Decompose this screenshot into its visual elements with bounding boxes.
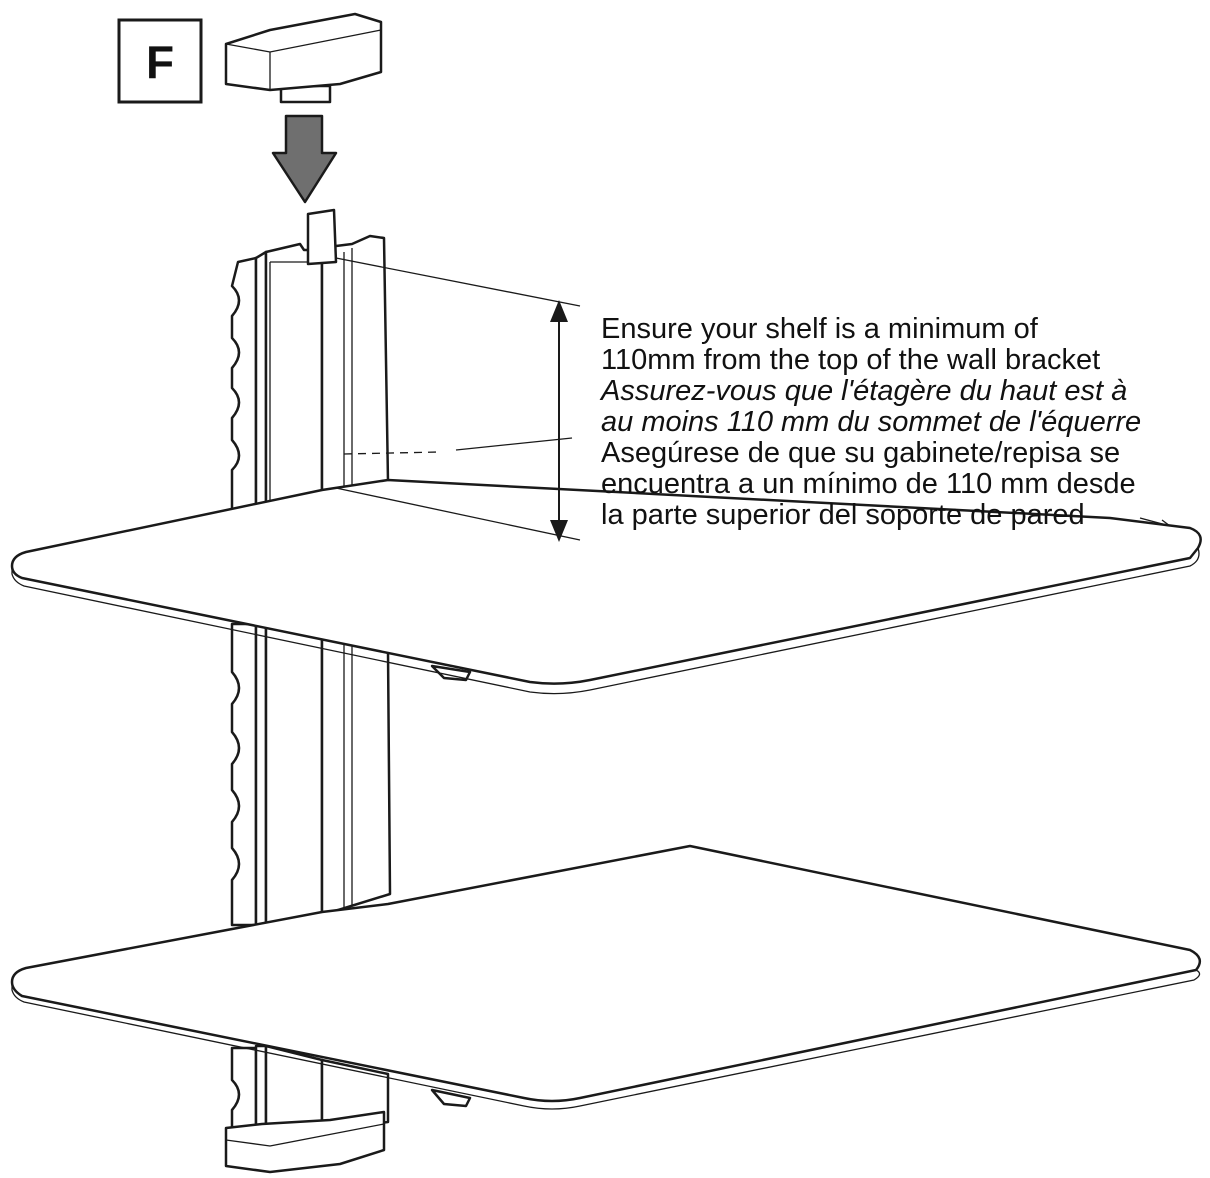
bracket-rail-right-bottom [320,1058,390,1132]
minimum-distance-note: Ensure your shelf is a minimum of 110mm … [599,313,1141,531]
note-en-line-2: 110mm from the top of the wall bracket [601,344,1100,376]
note-en-line-1: Ensure your shelf is a minimum of [601,313,1039,345]
end-cap-bottom [224,1110,386,1174]
shelf-support-upper [430,664,472,682]
double-headed-arrow-icon [550,300,568,542]
shelf-lower-surface [10,844,1202,1103]
bracket-rail-right-middle [320,634,392,917]
step-label: F [117,18,203,104]
dimension-line-bottom [335,487,581,541]
note-fr-line-2: au moins 110 mm du sommet de l'équerre [601,406,1141,438]
bracket-scallop-middle [230,622,258,927]
bracket-scallop-bottom [230,1046,258,1132]
shelf-upper [10,478,1202,695]
bracket-scallop-upper [230,256,258,512]
bracket-groove-middle [343,642,353,910]
step-label-letter: F [146,36,174,88]
bracket-rail-left-middle [254,622,268,927]
shelf-lower [10,844,1202,1110]
bracket-rail-left-bottom [254,1044,268,1136]
shelf-lower-edge [11,969,1201,1110]
bracket-top-tab [306,208,338,266]
shelf-upper-surface [10,478,1202,685]
shelf-support-lower [430,1088,472,1108]
end-cap-body [224,12,383,92]
bracket-groove [343,248,353,488]
down-arrow-icon [271,114,338,204]
dimension-line-mid-dashed [343,451,441,455]
note-es-line-3: la parte superior del soporte de pared [601,499,1085,531]
shelf-upper-edge [11,547,1200,695]
dimension-line-mid [455,437,573,451]
bracket-rail-center [264,242,324,507]
bracket-rail-left [254,250,268,510]
end-cap-bottom-edge [225,1123,385,1147]
end-cap-top [224,12,383,104]
wall-bracket [224,208,392,1174]
dimension-line-top [335,257,581,307]
note-es-line-2: encuentra a un mínimo de 110 mm desde [601,468,1136,500]
dimension-indicator [335,257,581,542]
note-es-line-1: Asegúrese de que su gabinete/repisa se [601,437,1120,469]
note-fr-line-1: Assurez-vous que l'étagère du haut est à [599,375,1127,407]
note-leader-line [1139,517,1171,527]
step-label-box [117,18,203,104]
bracket-rail-center-middle [264,622,324,927]
